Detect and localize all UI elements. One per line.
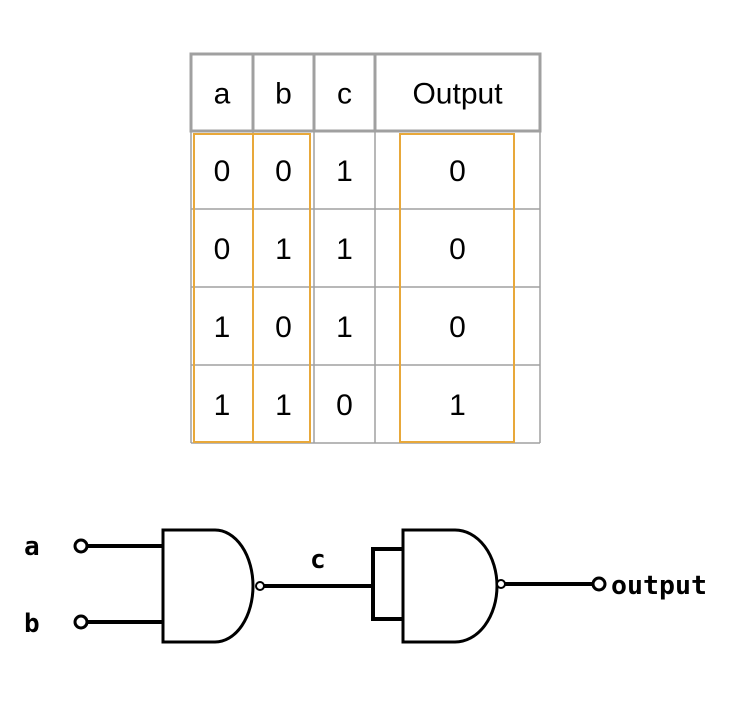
input-a-terminal <box>73 538 89 554</box>
header-cell: c <box>337 78 352 111</box>
table-cell: 0 <box>275 155 292 188</box>
table-grid <box>189 52 542 444</box>
table-cell: 1 <box>336 233 353 266</box>
table-highlights <box>193 133 515 443</box>
wire-c-label: c <box>310 545 326 575</box>
table-cell: 1 <box>275 233 292 266</box>
header-cell: b <box>275 78 292 111</box>
header-cell: Output <box>412 78 503 111</box>
tied-inputs-wire <box>371 547 403 621</box>
table-cell: 1 <box>336 155 353 188</box>
input-b-label: b <box>24 609 40 639</box>
nand-gate-2 <box>401 528 499 644</box>
output-terminal <box>591 576 607 592</box>
table-cell: 1 <box>214 389 231 422</box>
output-label: output <box>611 571 707 601</box>
logic-circuit-diagram: a b c output <box>24 528 707 644</box>
table-cell: 0 <box>449 311 466 344</box>
input-b-terminal <box>73 614 89 630</box>
nand-gate-1 <box>161 528 255 644</box>
input-a-label: a <box>24 532 40 562</box>
table-cell: 0 <box>336 389 353 422</box>
nand-gate-1-bubble <box>255 581 265 591</box>
header-cell: a <box>214 78 231 111</box>
table-cell: 1 <box>336 311 353 344</box>
table-cell: 0 <box>449 155 466 188</box>
table-cell: 0 <box>275 311 292 344</box>
table-cell: 1 <box>214 311 231 344</box>
table-cell: 0 <box>449 233 466 266</box>
table-cells: a b c Output 0 0 1 0 0 1 1 0 1 0 1 0 1 1 0 1 <box>214 78 504 423</box>
nand-gate-2-bubble <box>496 579 506 589</box>
table-cell: 0 <box>214 233 231 266</box>
table-cell: 0 <box>214 155 231 188</box>
table-cell: 1 <box>275 389 292 422</box>
table-cell: 1 <box>449 389 466 422</box>
truth-table: a b c Output 0 0 1 0 0 1 1 0 1 0 1 0 1 1 0 1 <box>189 52 542 444</box>
output-highlight <box>399 133 515 443</box>
header-border <box>189 52 542 133</box>
